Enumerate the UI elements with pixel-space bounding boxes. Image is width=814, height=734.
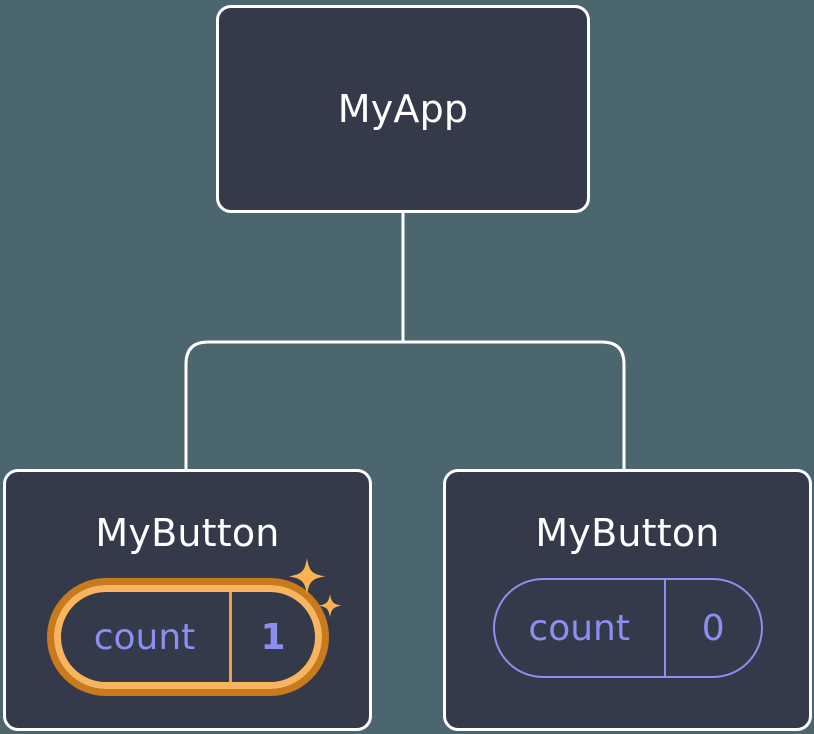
state-value-left: 1 — [260, 616, 286, 658]
connector-branch-bar — [184, 340, 626, 470]
state-pill-left-inner: count 1 — [53, 585, 322, 689]
state-key-right: count — [495, 580, 666, 676]
node-myapp[interactable]: MyApp — [216, 5, 590, 213]
node-mybutton-right[interactable]: MyButton count 0 — [443, 469, 812, 731]
state-pill-right[interactable]: count 0 — [492, 578, 763, 678]
node-mybutton-left[interactable]: MyButton count 1 — [3, 469, 372, 731]
state-key-left: count — [61, 592, 232, 682]
state-pill-left[interactable]: count 1 — [46, 578, 329, 696]
node-mybutton-right-title: MyButton — [535, 511, 720, 555]
state-pill-wrap-right: count 0 — [446, 578, 809, 678]
state-pill-wrap-left: count 1 — [6, 558, 369, 696]
node-myapp-title: MyApp — [337, 87, 469, 131]
state-value-right: 0 — [701, 607, 725, 649]
node-mybutton-left-title: MyButton — [95, 511, 280, 555]
